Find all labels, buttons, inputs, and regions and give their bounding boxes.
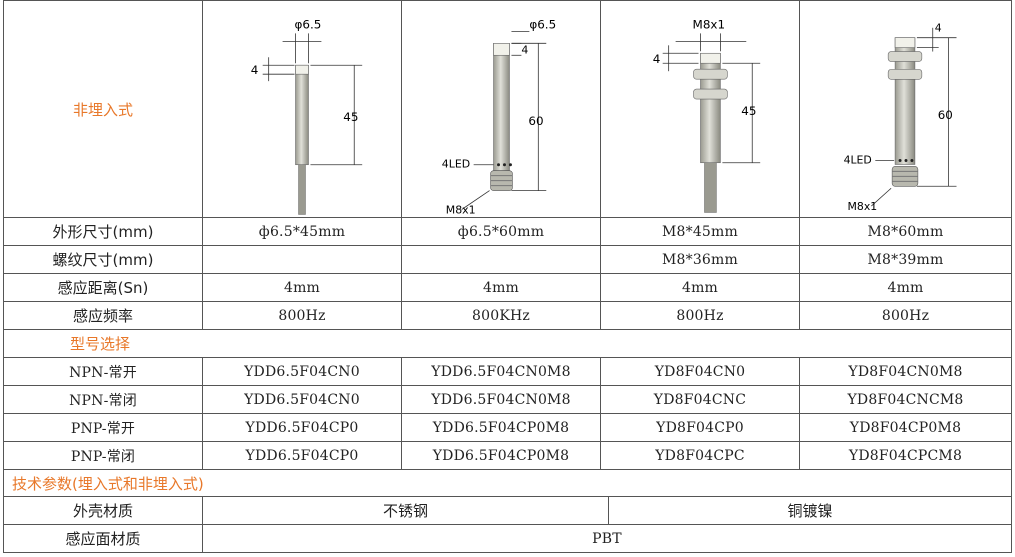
drawing-sensor-2: φ6.5 4 60 4LED M8 — [401, 0, 600, 218]
gap-label-1: 4 — [251, 63, 259, 77]
spec-value: M8*36mm — [600, 246, 799, 274]
len-label-2: 60 — [528, 113, 543, 127]
spec-value: ф6.5*45mm — [202, 218, 401, 246]
drawing-sensor-4: 4 60 4LED M8x1 — [799, 0, 1012, 218]
spec-label: 螺纹尺寸(mm) — [3, 246, 202, 274]
model-code: YD8F04CN0M8 — [799, 358, 1012, 386]
sensor-drawing-2: φ6.5 4 60 4LED M8 — [442, 17, 556, 216]
model-label: PNP-常开 — [3, 414, 202, 442]
dia-label-1: φ6.5 — [295, 17, 322, 31]
dia-label-2: φ6.5 — [529, 17, 556, 31]
spec-value: 800KHz — [401, 302, 600, 330]
len-label-3: 45 — [741, 103, 756, 117]
dia-label-3: M8x1 — [693, 17, 726, 31]
spec-value: 800Hz — [799, 302, 1012, 330]
model-code: YDD6.5F04CN0M8 — [401, 386, 600, 414]
spec-row: 感应频率 800Hz 800KHz 800Hz 800Hz — [3, 302, 1012, 330]
model-code: YD8F04CPCM8 — [799, 442, 1012, 470]
model-label: NPN-常闭 — [3, 386, 202, 414]
led-label-4: 4LED — [844, 153, 872, 166]
model-code: YDD6.5F04CN0 — [202, 386, 401, 414]
mount-type-label: 非埋入式 — [3, 0, 202, 218]
spec-label: 感应距离(Sn) — [3, 274, 202, 302]
gap-label-4: 4 — [935, 21, 942, 34]
model-section-row: 型号选择 — [3, 330, 1012, 358]
tech-value: PBT — [202, 525, 1012, 553]
tech-section-row: 技术参数(埋入式和非埋入式) — [3, 470, 1012, 497]
spec-value: 4mm — [600, 274, 799, 302]
spec-value: 800Hz — [202, 302, 401, 330]
gap-label-2: 4 — [521, 43, 528, 56]
sensor-drawing-1: φ6.5 4 45 — [251, 17, 363, 215]
model-code: YD8F04CNC — [600, 386, 799, 414]
spec-value: ф6.5*60mm — [401, 218, 600, 246]
spec-value: M8*60mm — [799, 218, 1012, 246]
spec-row: 螺纹尺寸(mm) M8*36mm M8*39mm — [3, 246, 1012, 274]
model-code: YD8F04CP0M8 — [799, 414, 1012, 442]
len-label-1: 45 — [343, 109, 358, 123]
thread-label-4: M8x1 — [848, 200, 878, 213]
sensor-drawing-3: M8x1 4 45 — [653, 17, 761, 213]
model-row: PNP-常闭 YDD6.5F04CP0 YDD6.5F04CP0M8 YD8F0… — [3, 442, 1012, 470]
model-code: YDD6.5F04CP0 — [202, 442, 401, 470]
drawing-sensor-1: φ6.5 4 45 — [202, 0, 401, 218]
drawing-row: 非埋入式 φ6.5 4 — [3, 0, 1012, 218]
tech-row: 感应面材质 PBT — [3, 525, 1012, 553]
spec-value: 4mm — [799, 274, 1012, 302]
spec-value: 4mm — [401, 274, 600, 302]
model-code: YDD6.5F04CP0 — [202, 414, 401, 442]
spec-value: M8*39mm — [799, 246, 1012, 274]
tech-value-left: 不锈钢 — [202, 497, 608, 525]
model-code: YDD6.5F04CP0M8 — [401, 414, 600, 442]
tech-label: 感应面材质 — [3, 525, 202, 553]
spec-value — [202, 246, 401, 274]
model-code: YD8F04CPC — [600, 442, 799, 470]
spec-label: 外形尺寸(mm) — [3, 218, 202, 246]
tech-label: 外壳材质 — [3, 497, 202, 525]
spec-row: 感应距离(Sn) 4mm 4mm 4mm 4mm — [3, 274, 1012, 302]
model-code: YDD6.5F04CN0 — [202, 358, 401, 386]
spec-value: M8*45mm — [600, 218, 799, 246]
thread-label-2: M8x1 — [446, 203, 476, 216]
model-code: YDD6.5F04CP0M8 — [401, 442, 600, 470]
model-code: YD8F04CNCM8 — [799, 386, 1012, 414]
model-label: PNP-常闭 — [3, 442, 202, 470]
model-row: NPN-常闭 YDD6.5F04CN0 YDD6.5F04CN0M8 YD8F0… — [3, 386, 1012, 414]
spec-label: 感应频率 — [3, 302, 202, 330]
drawing-sensor-3: M8x1 4 45 — [600, 0, 799, 218]
model-code: YD8F04CN0 — [600, 358, 799, 386]
model-label: NPN-常开 — [3, 358, 202, 386]
spec-value: 4mm — [202, 274, 401, 302]
led-label-2: 4LED — [442, 157, 470, 170]
len-label-4: 60 — [938, 107, 953, 121]
gap-label-3: 4 — [653, 52, 661, 66]
model-row: NPN-常开 YDD6.5F04CN0 YDD6.5F04CN0M8 YD8F0… — [3, 358, 1012, 386]
spec-value: 800Hz — [600, 302, 799, 330]
model-code: YDD6.5F04CN0M8 — [401, 358, 600, 386]
spec-row: 外形尺寸(mm) ф6.5*45mm ф6.5*60mm M8*45mm M8*… — [3, 218, 1012, 246]
model-code: YD8F04CP0 — [600, 414, 799, 442]
model-section-title: 型号选择 — [3, 330, 1012, 358]
tech-section-title: 技术参数(埋入式和非埋入式) — [3, 470, 1012, 497]
spec-value — [401, 246, 600, 274]
tech-row: 外壳材质 不锈钢 铜镀镍 — [3, 497, 1012, 525]
tech-value-right: 铜镀镍 — [608, 497, 1012, 525]
model-row: PNP-常开 YDD6.5F04CP0 YDD6.5F04CP0M8 YD8F0… — [3, 414, 1012, 442]
sensor-drawing-4: 4 60 4LED M8x1 — [844, 21, 957, 213]
